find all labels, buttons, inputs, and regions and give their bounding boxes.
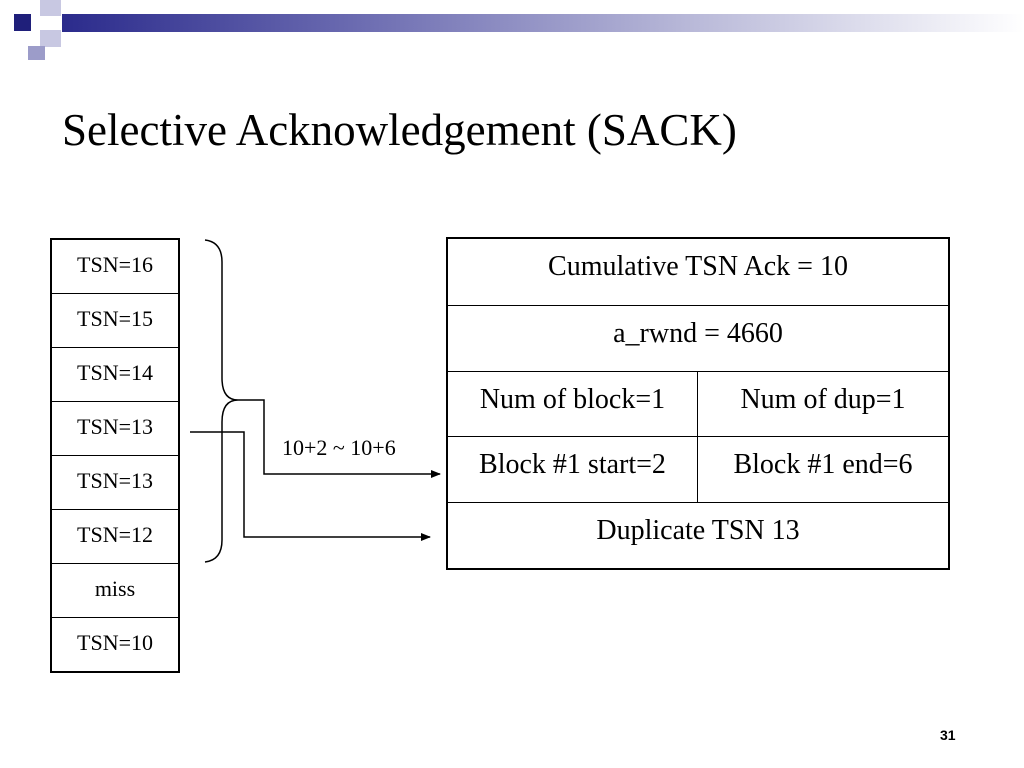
tsn-stack: TSN=16 TSN=15 TSN=14 TSN=13 TSN=13 TSN=1… [50, 238, 180, 673]
deco-square-mid [28, 46, 45, 60]
block-start-cell: Block #1 start=2 [448, 436, 698, 503]
range-label: 10+2 ~ 10+6 [282, 435, 396, 460]
deco-square-light [40, 0, 61, 16]
sack-chunk-table: Cumulative TSN Ack = 10 a_rwnd = 4660 Nu… [446, 237, 950, 570]
brace-shape [204, 239, 239, 563]
num-dups-cell: Num of dup=1 [698, 370, 948, 437]
deco-square-dark [14, 14, 31, 31]
duplicate-tsn-cell: Duplicate TSN 13 [448, 502, 948, 568]
cumulative-ack-cell: Cumulative TSN Ack = 10 [548, 251, 848, 282]
arrow-range-block [238, 399, 441, 478]
num-blocks-cell: Num of block=1 [448, 370, 698, 437]
tsn-cell: TSN=10 [52, 617, 178, 671]
header-gradient-bar [62, 14, 1024, 32]
a-rwnd-cell: a_rwnd = 4660 [448, 304, 948, 371]
tsn-cell: TSN=13 [52, 455, 178, 509]
tsn-cell-missing: miss [52, 563, 178, 617]
slide-number: 31 [940, 727, 956, 743]
tsn-cell: TSN=14 [52, 347, 178, 401]
block-end-cell: Block #1 end=6 [698, 436, 948, 502]
slide-title: Selective Acknowledgement (SACK) [62, 105, 737, 155]
arrow-duplicate [190, 431, 431, 541]
tsn-cell: TSN=12 [52, 509, 178, 563]
tsn-cell: TSN=13 [52, 401, 178, 455]
tsn-cell: TSN=16 [77, 252, 153, 277]
tsn-cell: TSN=15 [52, 293, 178, 347]
deco-square-light [40, 30, 61, 47]
